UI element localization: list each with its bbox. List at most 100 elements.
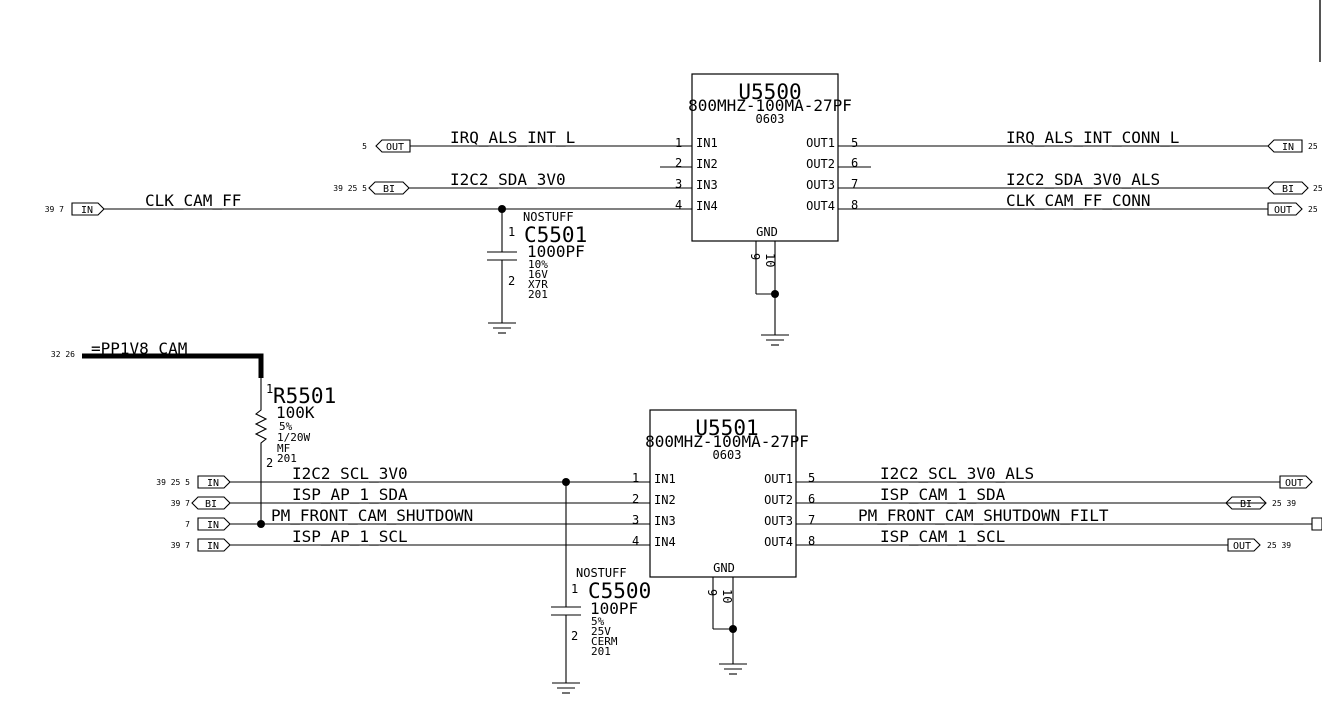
u5501-gnd-label: GND [713, 561, 735, 575]
xref-isp-ap-1-scl: 39 7 [171, 541, 190, 550]
u5500-gnd-pin-9: 9 [748, 253, 762, 260]
xref-i2c2-sda-3v0: 39 25 5 [333, 184, 367, 193]
c5501-pin-1: 1 [508, 225, 515, 239]
xref-i2c2-sda-3v0-als: 25 [1313, 184, 1322, 193]
u5501-symbol[interactable]: U5501 800MHZ-100MA-27PF 0603 IN1 IN2 IN3… [632, 409, 815, 603]
u5500-pinnum-8: 8 [851, 198, 858, 212]
net-irq-als-int-l[interactable]: IRQ_ALS_INT_L [450, 128, 575, 147]
u5501-pin-in1: IN1 [654, 472, 676, 486]
port-i2c2-scl-3v0-als[interactable]: OUT [1279, 475, 1313, 489]
u5500-refdes: U5500 [738, 80, 801, 104]
port-i2c2-scl-3v0[interactable]: IN 39 25 5 [156, 475, 231, 489]
xref-irq-als-int-conn-l: 25 [1308, 142, 1318, 151]
u5501-pinnum-1: 1 [632, 471, 639, 485]
r5501-symbol[interactable]: 1 R5501 100K 5% 1/20W MF 201 2 [254, 378, 336, 524]
port-isp-ap-1-scl[interactable]: IN 39 7 [171, 538, 231, 552]
port-pm-front-cam-shutdown-filt[interactable] [1311, 517, 1322, 531]
port-isp-ap-1-sda[interactable]: BI 39 7 [171, 496, 231, 510]
power-rail[interactable]: =PP1V8_CAM 32 26 [51, 339, 264, 378]
net-pm-front-cam-shutdown-filt[interactable]: PM_FRONT_CAM_SHUTDOWN_FILT [858, 506, 1109, 525]
net-i2c2-scl-3v0-als[interactable]: I2C2_SCL_3V0_ALS [880, 464, 1034, 483]
flag-bi: BI [383, 184, 395, 195]
flag-in: IN [81, 205, 93, 216]
net-clk-cam-ff[interactable]: CLK_CAM_FF [145, 191, 241, 210]
c5500-spec-tol: 5% [591, 615, 605, 628]
c5500-pin-1: 1 [571, 582, 578, 596]
r5501-spec-pkg: 201 [277, 452, 297, 465]
c5501-value: 1000PF [527, 242, 585, 261]
u5500-symbol[interactable]: U5500 800MHZ-100MA-27PF 0603 IN1 IN2 IN3… [675, 73, 858, 267]
u5501-pinnum-3: 3 [632, 513, 639, 527]
c5500-spec-volt: 25V [591, 625, 611, 638]
net-isp-cam-1-scl[interactable]: ISP_CAM_1_SCL [880, 527, 1005, 546]
u5501-pinnum-5: 5 [808, 471, 815, 485]
u5501-pin-in3: IN3 [654, 514, 676, 528]
net-i2c2-scl-3v0[interactable]: I2C2_SCL_3V0 [292, 464, 408, 483]
flag-out: OUT [1233, 541, 1251, 552]
xref-isp-cam-1-sda: 25 39 [1272, 499, 1296, 508]
u5501-pinnum-7: 7 [808, 513, 815, 527]
xref-i2c2-scl-3v0: 39 25 5 [156, 478, 190, 487]
port-pm-front-cam-shutdown[interactable]: IN 7 [185, 517, 231, 531]
flag-out: OUT [1285, 478, 1303, 489]
u5501-pinnum-4: 4 [632, 534, 639, 548]
u5500-pin-out4: OUT4 [806, 199, 835, 213]
u5501-pinnum-6: 6 [808, 492, 815, 506]
u5501-body [649, 409, 797, 578]
net-isp-cam-1-sda[interactable]: ISP_CAM_1_SDA [880, 485, 1006, 504]
c5500-spec-pkg: 201 [591, 645, 611, 658]
net-i2c2-sda-3v0[interactable]: I2C2_SDA_3V0 [450, 170, 566, 189]
c5501-symbol[interactable]: NOSTUFF C5501 1000PF 10% 16V X7R 201 1 2 [487, 209, 587, 334]
flag-in: IN [1282, 142, 1294, 153]
xref-clk-cam-ff: 39 7 [45, 205, 64, 214]
xref-isp-cam-1-scl: 25 39 [1267, 541, 1291, 550]
power-rail-label: =PP1V8_CAM [91, 339, 187, 358]
port-clk-cam-ff[interactable]: IN 39 7 [45, 202, 105, 216]
net-isp-ap-1-sda[interactable]: ISP_AP_1_SDA [292, 485, 408, 504]
net-irq-als-int-conn-l[interactable]: IRQ_ALS_INT_CONN_L [1006, 128, 1179, 147]
c5500-refdes: C5500 [588, 579, 651, 603]
port-clk-cam-ff-conn[interactable]: OUT 25 [1267, 202, 1318, 216]
c5500-spec-diel: CERM [591, 635, 618, 648]
u5501-value: 800MHZ-100MA-27PF [645, 432, 809, 451]
u5500-gnd-label: GND [756, 225, 778, 239]
c5500-symbol[interactable]: NOSTUFF C5500 100PF 5% 25V CERM 201 1 2 [551, 482, 651, 694]
port-irq-als-int-conn-l[interactable]: IN 25 [1267, 139, 1318, 153]
c5501-spec-diel: X7R [528, 278, 548, 291]
flag-in: IN [207, 520, 219, 531]
port-irq-als-int-l[interactable]: OUT 5 [362, 139, 411, 153]
u5500-pinnum-6: 6 [851, 156, 858, 170]
xref-pm-front-cam-shutdown: 7 [185, 520, 190, 529]
port-i2c2-sda-3v0[interactable]: BI 39 25 5 [333, 181, 410, 195]
u5500-wires [104, 145, 1268, 346]
u5501-pin-in2: IN2 [654, 493, 676, 507]
u5501-pin-out1: OUT1 [764, 472, 793, 486]
xref-clk-cam-ff-conn: 25 [1308, 205, 1318, 214]
c5500-stuff: NOSTUFF [576, 566, 627, 580]
net-clk-cam-ff-conn[interactable]: CLK_CAM_FF_CONN [1006, 191, 1151, 210]
port-isp-cam-1-scl[interactable]: OUT 25 39 [1227, 538, 1291, 552]
shutdown-junction [257, 520, 265, 528]
port-isp-cam-1-sda[interactable]: BI 25 39 [1225, 496, 1296, 510]
u5501-pinnum-8: 8 [808, 534, 815, 548]
net-isp-ap-1-scl[interactable]: ISP_AP_1_SCL [292, 527, 408, 546]
port-i2c2-sda-3v0-als[interactable]: BI 25 [1267, 181, 1322, 195]
r5501-spec-power: 1/20W [277, 431, 310, 444]
net-i2c2-sda-3v0-als[interactable]: I2C2_SDA_3V0_ALS [1006, 170, 1160, 189]
u5501-pin-out3: OUT3 [764, 514, 793, 528]
xref-isp-ap-1-sda: 39 7 [171, 499, 190, 508]
u5500-pin-out3: OUT3 [806, 178, 835, 192]
r5501-value: 100K [276, 403, 315, 422]
u5500-value: 800MHZ-100MA-27PF [688, 96, 852, 115]
net-pm-front-cam-shutdown[interactable]: PM_FRONT_CAM_SHUTDOWN [271, 506, 473, 525]
flag-bi: BI [1282, 184, 1294, 195]
c5501-pin-2: 2 [508, 274, 515, 288]
u5500-pinnum-3: 3 [675, 177, 682, 191]
u5500-pin-in4: IN4 [696, 199, 718, 213]
r5501-spec-type: MF [277, 442, 290, 455]
u5500-gnd-junction [771, 290, 779, 298]
u5501-pin-out4: OUT4 [764, 535, 793, 549]
u5501-pin-out2: OUT2 [764, 493, 793, 507]
c5501-spec-volt: 16V [528, 268, 548, 281]
r5501-pin-2: 2 [266, 456, 273, 470]
